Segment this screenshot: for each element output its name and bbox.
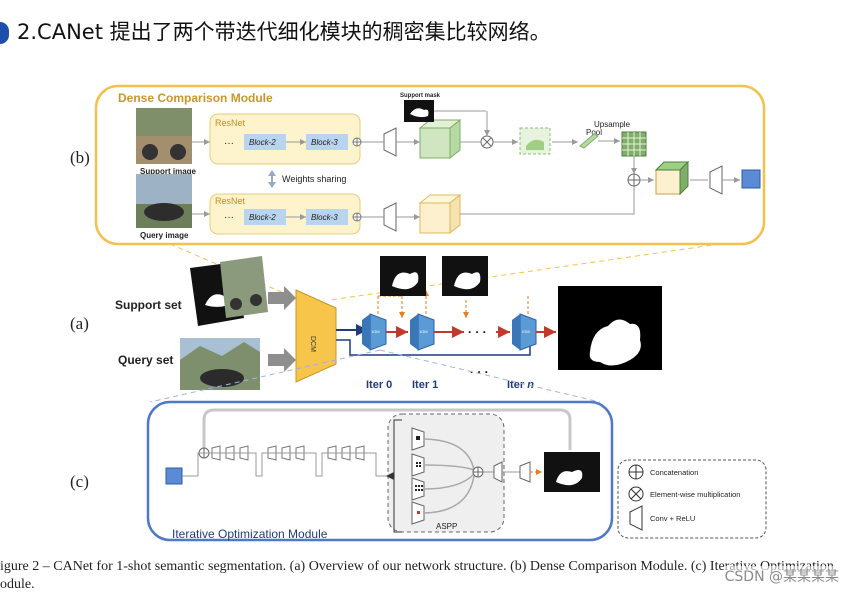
support-image-label: Support image (140, 167, 197, 176)
iter-dots: · · · (468, 325, 487, 339)
upsample-label: Upsample (594, 120, 631, 129)
iom-block-0: IOM (362, 313, 387, 351)
figure-caption: igure 2 – CANet for 1-shot semantic segm… (0, 558, 847, 594)
iom-block-1: IOM (410, 313, 435, 351)
dcm-title: Dense Comparison Module (118, 91, 273, 105)
block2-bottom (244, 209, 286, 225)
iter1-label: Iter 1 (412, 379, 438, 391)
pool-label: Pool (586, 128, 602, 137)
feature-cube-yellow (419, 202, 451, 234)
resnet-top-label: ResNet (215, 118, 246, 128)
svg-text:ResNet: ResNet (215, 196, 246, 206)
iom-panel-border (146, 400, 614, 542)
svg-text:IOM: IOM (372, 329, 380, 334)
svg-text:IOM: IOM (420, 329, 428, 334)
aspp-box (387, 413, 505, 533)
iom-input-cube (165, 467, 183, 485)
svg-text:Block-2: Block-2 (249, 213, 276, 222)
query-set-label: Query set (118, 353, 173, 367)
query-set-image (180, 338, 260, 390)
legend-box (617, 459, 767, 539)
feature-cube-green (419, 127, 451, 159)
bullet-icon (0, 22, 9, 44)
svg-text:Block-2: Block-2 (249, 138, 276, 147)
block3-bottom (306, 209, 348, 225)
itern-label: Iter n (507, 379, 534, 391)
svg-text:···: ··· (224, 138, 234, 149)
svg-text:Block-3: Block-3 (311, 213, 338, 222)
svg-text:IOM: IOM (522, 329, 530, 334)
dcm-output-cube (741, 169, 761, 189)
svg-text:Block-3: Block-3 (311, 138, 338, 147)
slide-heading: 2.CANet 提出了两个带迭代细化模块的稠密集比较网络。 (0, 16, 551, 46)
conv-top (383, 127, 397, 157)
conv-out (709, 165, 723, 195)
caption-line-2: odule. (0, 577, 35, 592)
svg-text:···: ··· (224, 212, 234, 223)
panel-letter-c: (c) (70, 472, 89, 491)
dcm-block (295, 289, 337, 383)
svg-text:· · ·: · · · (470, 365, 489, 379)
concat-cube (655, 169, 681, 195)
csdn-watermark: CSDN @某某某某 (724, 566, 839, 586)
aspp-label: ASPP (436, 522, 457, 531)
legend-concatenation: Concatenation (650, 468, 698, 477)
support-set-label: Support set (115, 298, 182, 312)
conv-bottom (383, 202, 397, 232)
legend-conv-relu: Conv + ReLU (650, 514, 695, 523)
pooled-vector (579, 133, 599, 149)
block3-top (306, 134, 348, 150)
dcm-panel-border (94, 84, 766, 246)
iter0-label: Iter 0 (366, 379, 392, 391)
block2-top (244, 134, 286, 150)
support-mask-label: Support mask (400, 93, 441, 99)
weights-sharing-label: Weights sharing (282, 174, 346, 184)
query-image-label: Query image (140, 231, 189, 240)
svg-text:DCM: DCM (309, 336, 316, 352)
iom-block-n: IOM (512, 313, 537, 351)
iom-title: Iterative Optimization Module (172, 527, 328, 541)
heading-text: 2.CANet 提出了两个带迭代细化模块的稠密集比较网络。 (17, 20, 551, 44)
upsampled-cube (621, 131, 647, 157)
conv-legend-icon (629, 505, 643, 531)
panel-letter-b: (b) (70, 148, 90, 167)
panel-letter-a: (a) (70, 314, 89, 333)
legend-multiplication: Element-wise multiplication (650, 490, 740, 499)
support-set-images (190, 256, 268, 326)
caption-line-1: igure 2 – CANet for 1-shot semantic segm… (0, 559, 834, 574)
